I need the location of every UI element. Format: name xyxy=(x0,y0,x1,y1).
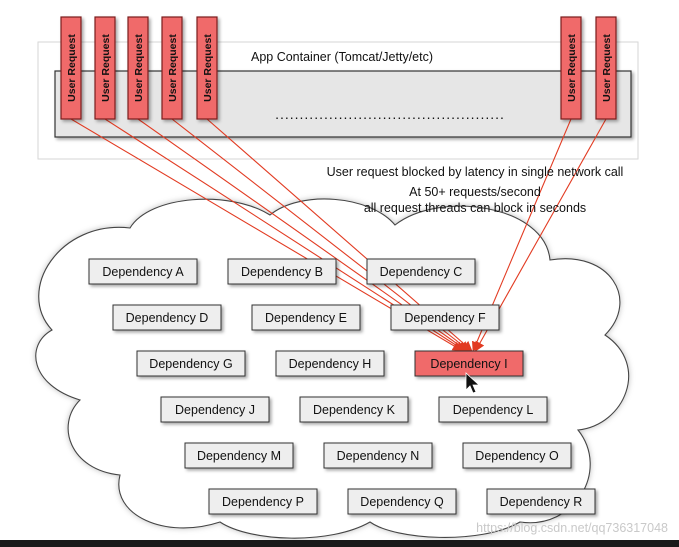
dependency-box: Dependency A xyxy=(88,258,198,285)
dependency-label: Dependency C xyxy=(380,265,463,279)
dependency-box: Dependency H xyxy=(275,350,385,377)
dependency-label: Dependency K xyxy=(313,403,396,417)
dependency-box: Dependency Q xyxy=(347,488,457,515)
dependency-box: Dependency E xyxy=(251,304,361,331)
dependency-label: Dependency P xyxy=(222,495,304,509)
dependency-box: Dependency J xyxy=(160,396,270,423)
note-threads: all request threads can block in seconds xyxy=(364,201,586,215)
dependency-label: Dependency G xyxy=(149,357,232,371)
note-latency: User request blocked by latency in singl… xyxy=(327,165,624,179)
app-container-box xyxy=(54,70,632,138)
dependency-box: Dependency M xyxy=(184,442,294,469)
user-requests: User Request User Request User Request User… xyxy=(60,16,617,120)
dependency-label: Dependency B xyxy=(241,265,323,279)
dependency-label: Dependency R xyxy=(500,495,583,509)
user-request-box: User Request xyxy=(94,16,116,120)
app-container-title: App Container (Tomcat/Jetty/etc) xyxy=(251,50,433,64)
user-request-label: User Request xyxy=(100,34,112,102)
outer-frame xyxy=(37,41,639,160)
requests-ellipsis: ........................................… xyxy=(275,106,505,122)
dependency-label: Dependency O xyxy=(475,449,559,463)
dependency-label: Dependency A xyxy=(102,265,184,279)
dependency-box: Dependency P xyxy=(208,488,318,515)
dependency-grid: Dependency A Dependency B Dependency C Depe… xyxy=(88,258,596,515)
note-rate: At 50+ requests/second xyxy=(409,185,541,199)
dependency-box: Dependency O xyxy=(462,442,572,469)
dependency-label: Dependency F xyxy=(404,311,486,325)
dependency-label: Dependency L xyxy=(453,403,534,417)
dependency-box: Dependency N xyxy=(323,442,433,469)
user-request-box: User Request xyxy=(60,16,82,120)
dependency-label: Dependency D xyxy=(126,311,209,325)
dependency-box: Dependency F xyxy=(390,304,500,331)
dependency-label: Dependency N xyxy=(337,449,420,463)
user-request-box: User Request xyxy=(595,16,617,120)
dependency-label: Dependency Q xyxy=(360,495,444,509)
user-request-label: User Request xyxy=(601,34,613,102)
dependency-label: Dependency J xyxy=(175,403,255,417)
bottom-bar xyxy=(0,540,679,547)
user-request-box: User Request xyxy=(196,16,218,120)
dependency-box: Dependency G xyxy=(136,350,246,377)
watermark: https://blog.csdn.net/qq736317048 xyxy=(476,521,668,535)
dependency-box: Dependency C xyxy=(366,258,476,285)
dependency-label: Dependency M xyxy=(197,449,281,463)
dependency-box: Dependency K xyxy=(299,396,409,423)
dependency-label: Dependency I xyxy=(430,357,507,371)
dependency-box: Dependency I xyxy=(414,350,524,377)
dependency-label: Dependency E xyxy=(265,311,347,325)
dependency-box: Dependency L xyxy=(438,396,548,423)
user-request-label: User Request xyxy=(133,34,145,102)
dependency-box: Dependency D xyxy=(112,304,222,331)
user-request-label: User Request xyxy=(66,34,78,102)
user-request-label: User Request xyxy=(167,34,179,102)
user-request-label: User Request xyxy=(202,34,214,102)
dependency-box: Dependency B xyxy=(227,258,337,285)
user-request-label: User Request xyxy=(566,34,578,102)
user-request-box: User Request xyxy=(560,16,582,120)
dependency-box: Dependency R xyxy=(486,488,596,515)
mouse-cursor-icon xyxy=(465,372,481,394)
user-request-box: User Request xyxy=(127,16,149,120)
dependency-label: Dependency H xyxy=(289,357,372,371)
user-request-box: User Request xyxy=(161,16,183,120)
